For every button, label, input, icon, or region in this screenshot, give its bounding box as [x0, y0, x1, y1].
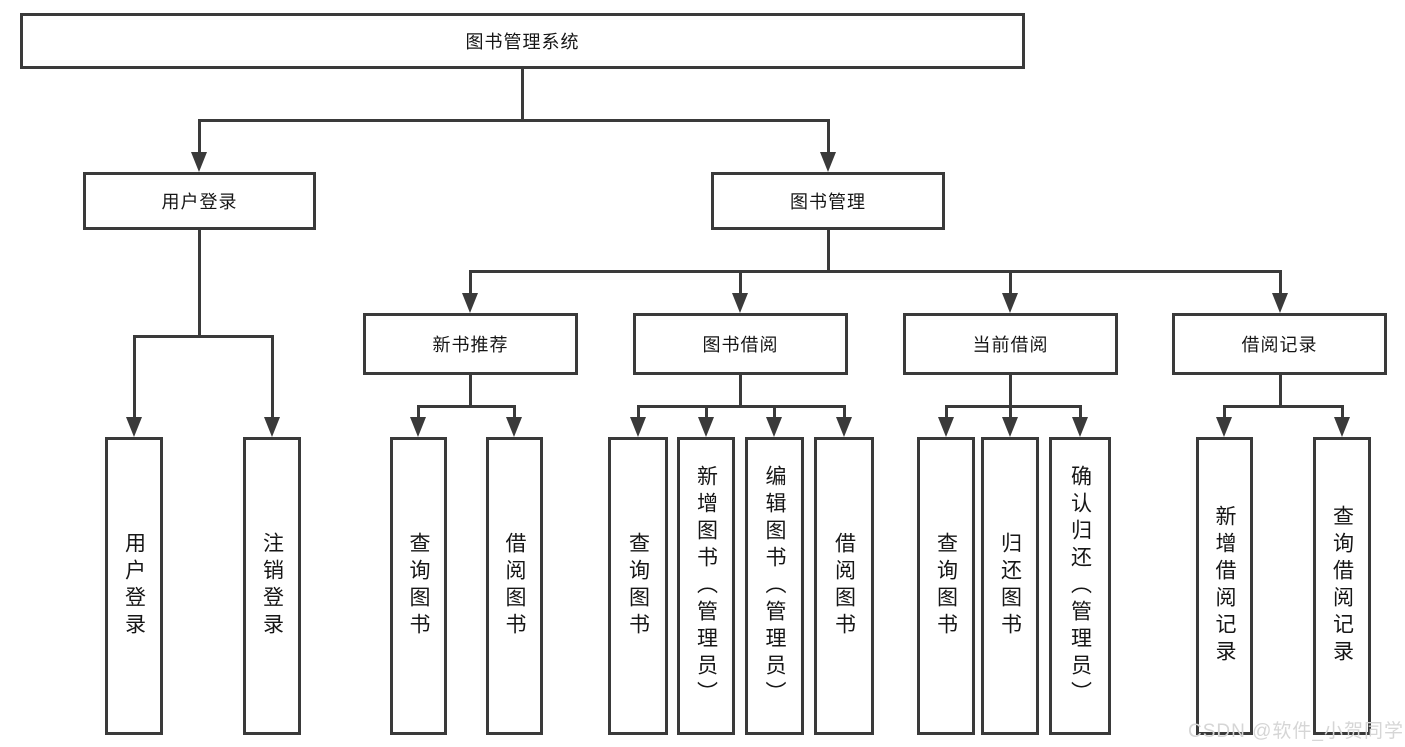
- node-label-rec-borrow-book: 借阅图书: [503, 532, 526, 640]
- arrowhead-down-icon: [766, 417, 782, 437]
- connector-rail-new-book-rec: [416, 404, 516, 408]
- node-label-new-book-rec: 新书推荐: [432, 335, 509, 355]
- connector-rail-current-borrow: [944, 404, 1082, 408]
- arrowhead-down-icon: [1216, 417, 1232, 437]
- arrowhead-down-icon: [126, 417, 142, 437]
- node-root: 图书管理系统: [20, 13, 1025, 69]
- node-bb-edit-book: 编辑图书（管理员）: [745, 437, 804, 735]
- connector-drop-user-login-module: [270, 336, 274, 417]
- arrowhead-down-icon: [506, 417, 522, 437]
- connector-drop-user-login-module: [132, 336, 136, 417]
- connector-stub-book-mgmt-module: [826, 230, 830, 273]
- arrowhead-down-icon: [410, 417, 426, 437]
- connector-rail-root: [197, 118, 830, 122]
- node-cb-confirm-return: 确认归还（管理员）: [1049, 437, 1111, 735]
- connector-drop-borrow-records: [1340, 406, 1344, 417]
- arrowhead-down-icon: [836, 417, 852, 437]
- connector-drop-current-borrow: [1078, 406, 1082, 417]
- node-user-login-module: 用户登录: [83, 172, 316, 230]
- node-cb-return-book: 归还图书: [981, 437, 1039, 735]
- node-bb-borrow-book: 借阅图书: [814, 437, 874, 735]
- connector-rail-book-mgmt-module: [468, 269, 1282, 273]
- connector-drop-root: [826, 120, 830, 152]
- node-new-book-rec: 新书推荐: [363, 313, 578, 375]
- node-label-borrow-records: 借阅记录: [1241, 335, 1318, 355]
- node-br-query-record: 查询借阅记录: [1313, 437, 1371, 735]
- node-label-login: 用户登录: [122, 532, 146, 640]
- node-label-book-mgmt-module: 图书管理: [790, 192, 866, 212]
- node-br-add-record: 新增借阅记录: [1196, 437, 1253, 735]
- node-bb-query-book: 查询图书: [608, 437, 668, 735]
- node-book-mgmt-module: 图书管理: [711, 172, 945, 230]
- connector-drop-book-borrow: [704, 406, 708, 417]
- arrowhead-down-icon: [1002, 417, 1018, 437]
- node-rec-query-book: 查询图书: [390, 437, 447, 735]
- node-label-book-borrow: 图书借阅: [702, 335, 779, 355]
- node-label-current-borrow: 当前借阅: [972, 335, 1049, 355]
- node-login: 用户登录: [105, 437, 163, 735]
- connector-drop-current-borrow: [944, 406, 948, 417]
- node-label-logout: 注销登录: [260, 532, 284, 640]
- arrowhead-down-icon: [1334, 417, 1350, 437]
- node-book-borrow: 图书借阅: [633, 313, 848, 375]
- node-label-user-login-module: 用户登录: [161, 192, 238, 212]
- arrowhead-down-icon: [630, 417, 646, 437]
- connector-drop-book-borrow: [772, 406, 776, 417]
- node-label-cb-query-book: 查询图书: [934, 532, 958, 640]
- node-label-bb-borrow-book: 借阅图书: [832, 532, 856, 640]
- arrowhead-down-icon: [1272, 293, 1288, 313]
- arrowhead-down-icon: [698, 417, 714, 437]
- connector-drop-book-borrow: [842, 406, 846, 417]
- connector-stub-current-borrow: [1008, 375, 1012, 408]
- arrowhead-down-icon: [264, 417, 280, 437]
- arrowhead-down-icon: [1072, 417, 1088, 437]
- node-label-cb-confirm-return: 确认归还（管理员）: [1068, 464, 1092, 708]
- connector-stub-root: [520, 69, 524, 122]
- node-borrow-records: 借阅记录: [1172, 313, 1387, 375]
- node-current-borrow: 当前借阅: [903, 313, 1118, 375]
- node-label-cb-return-book: 归还图书: [998, 532, 1022, 640]
- connector-drop-book-borrow: [636, 406, 640, 417]
- arrowhead-down-icon: [820, 152, 836, 172]
- node-label-bb-add-book: 新增图书（管理员）: [694, 464, 718, 708]
- connector-stub-new-book-rec: [468, 375, 472, 408]
- connector-stub-user-login-module: [197, 230, 201, 338]
- node-label-rec-query-book: 查询图书: [407, 532, 430, 640]
- connector-drop-book-mgmt-module: [738, 271, 742, 293]
- connector-stub-borrow-records: [1278, 375, 1282, 408]
- node-cb-query-book: 查询图书: [917, 437, 975, 735]
- connector-drop-root: [197, 120, 201, 152]
- node-bb-add-book: 新增图书（管理员）: [677, 437, 735, 735]
- arrowhead-down-icon: [732, 293, 748, 313]
- connector-drop-new-book-rec: [416, 406, 420, 417]
- arrowhead-down-icon: [1002, 293, 1018, 313]
- arrowhead-down-icon: [938, 417, 954, 437]
- node-label-br-add-record: 新增借阅记录: [1213, 505, 1236, 667]
- node-label-br-query-record: 查询借阅记录: [1330, 505, 1354, 667]
- arrowhead-down-icon: [462, 293, 478, 313]
- connector-rail-book-borrow: [636, 404, 846, 408]
- connector-drop-book-mgmt-module: [468, 271, 472, 293]
- node-label-bb-edit-book: 编辑图书（管理员）: [763, 464, 786, 708]
- connector-drop-book-mgmt-module: [1278, 271, 1282, 293]
- watermark: CSDN @软件_小贺同学: [1188, 721, 1404, 742]
- arrowhead-down-icon: [191, 152, 207, 172]
- connector-rail-borrow-records: [1222, 404, 1344, 408]
- node-label-root: 图书管理系统: [465, 32, 580, 52]
- node-logout: 注销登录: [243, 437, 301, 735]
- connector-drop-book-mgmt-module: [1008, 271, 1012, 293]
- connector-drop-new-book-rec: [512, 406, 516, 417]
- connector-drop-current-borrow: [1008, 406, 1012, 417]
- connector-stub-book-borrow: [738, 375, 742, 408]
- node-label-bb-query-book: 查询图书: [626, 532, 650, 640]
- node-rec-borrow-book: 借阅图书: [486, 437, 543, 735]
- connector-drop-borrow-records: [1222, 406, 1226, 417]
- connector-rail-user-login-module: [132, 334, 274, 338]
